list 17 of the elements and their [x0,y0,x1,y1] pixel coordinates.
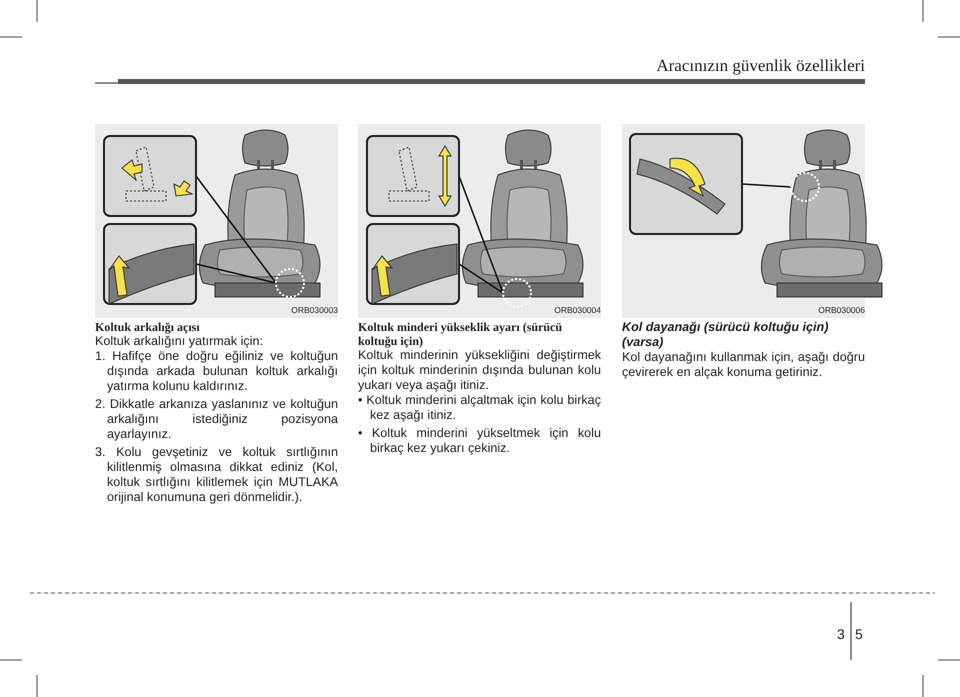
body-text: Kol dayanağını kullanmak için, aşağı doğru çevirerek en alçak konuma getiriniz. [622,350,865,380]
numbered-step: 1. Hafifçe öne doğru eğiliniz ve koltuğun dışında arkada bulunan koltuk arkalığı yatırma kolunu kaldırınız. [95,349,338,394]
section-heading: Koltuk minderi yükseklik ayarı (sürücü koltuğu için) [358,320,564,348]
section-heading: Kol dayanağı (sürücü koltuğu için) (varsa) [622,320,830,350]
page-number: 3 [837,626,846,642]
numbered-step: 2. Dikkatle arkanıza yaslanınız ve koltuğun arkalığını istediğiniz pozisyona ayarlayınız. [95,397,338,442]
figure-code: ORB030004 [553,305,601,315]
bullet-item: • Koltuk minderini alçaltmak için kolu birkaç kez aşağı itiniz. [358,393,601,423]
bullet-item: • Koltuk minderini yükseltmek için kolu birkaç kez yukarı çekiniz. [358,426,601,456]
figure-code: ORB030003 [290,305,338,315]
figure-code: ORB030006 [817,305,865,315]
page-number: 5 [855,626,864,642]
section-header: Aracınızın güvenlik özellikleri [656,56,865,76]
numbered-step: 3. Kolu gevşetiniz ve koltuk sırtlığının kilitlenmiş olmasına dikkat ediniz (Kol, koltuk sırtlığını kilitlemek için MUTLAKA orijinal konumuna geri dönmelidir.). [95,445,338,505]
body-text: Koltuk arkalığını yatırmak için: [95,334,264,349]
section-heading: Koltuk arkalığı açısı [95,320,201,334]
body-text: Koltuk minderinin yüksekliğini değiştirmek için koltuk minderinin dışında bulunan kolu yukarı veya aşağı itiniz. [358,348,601,393]
